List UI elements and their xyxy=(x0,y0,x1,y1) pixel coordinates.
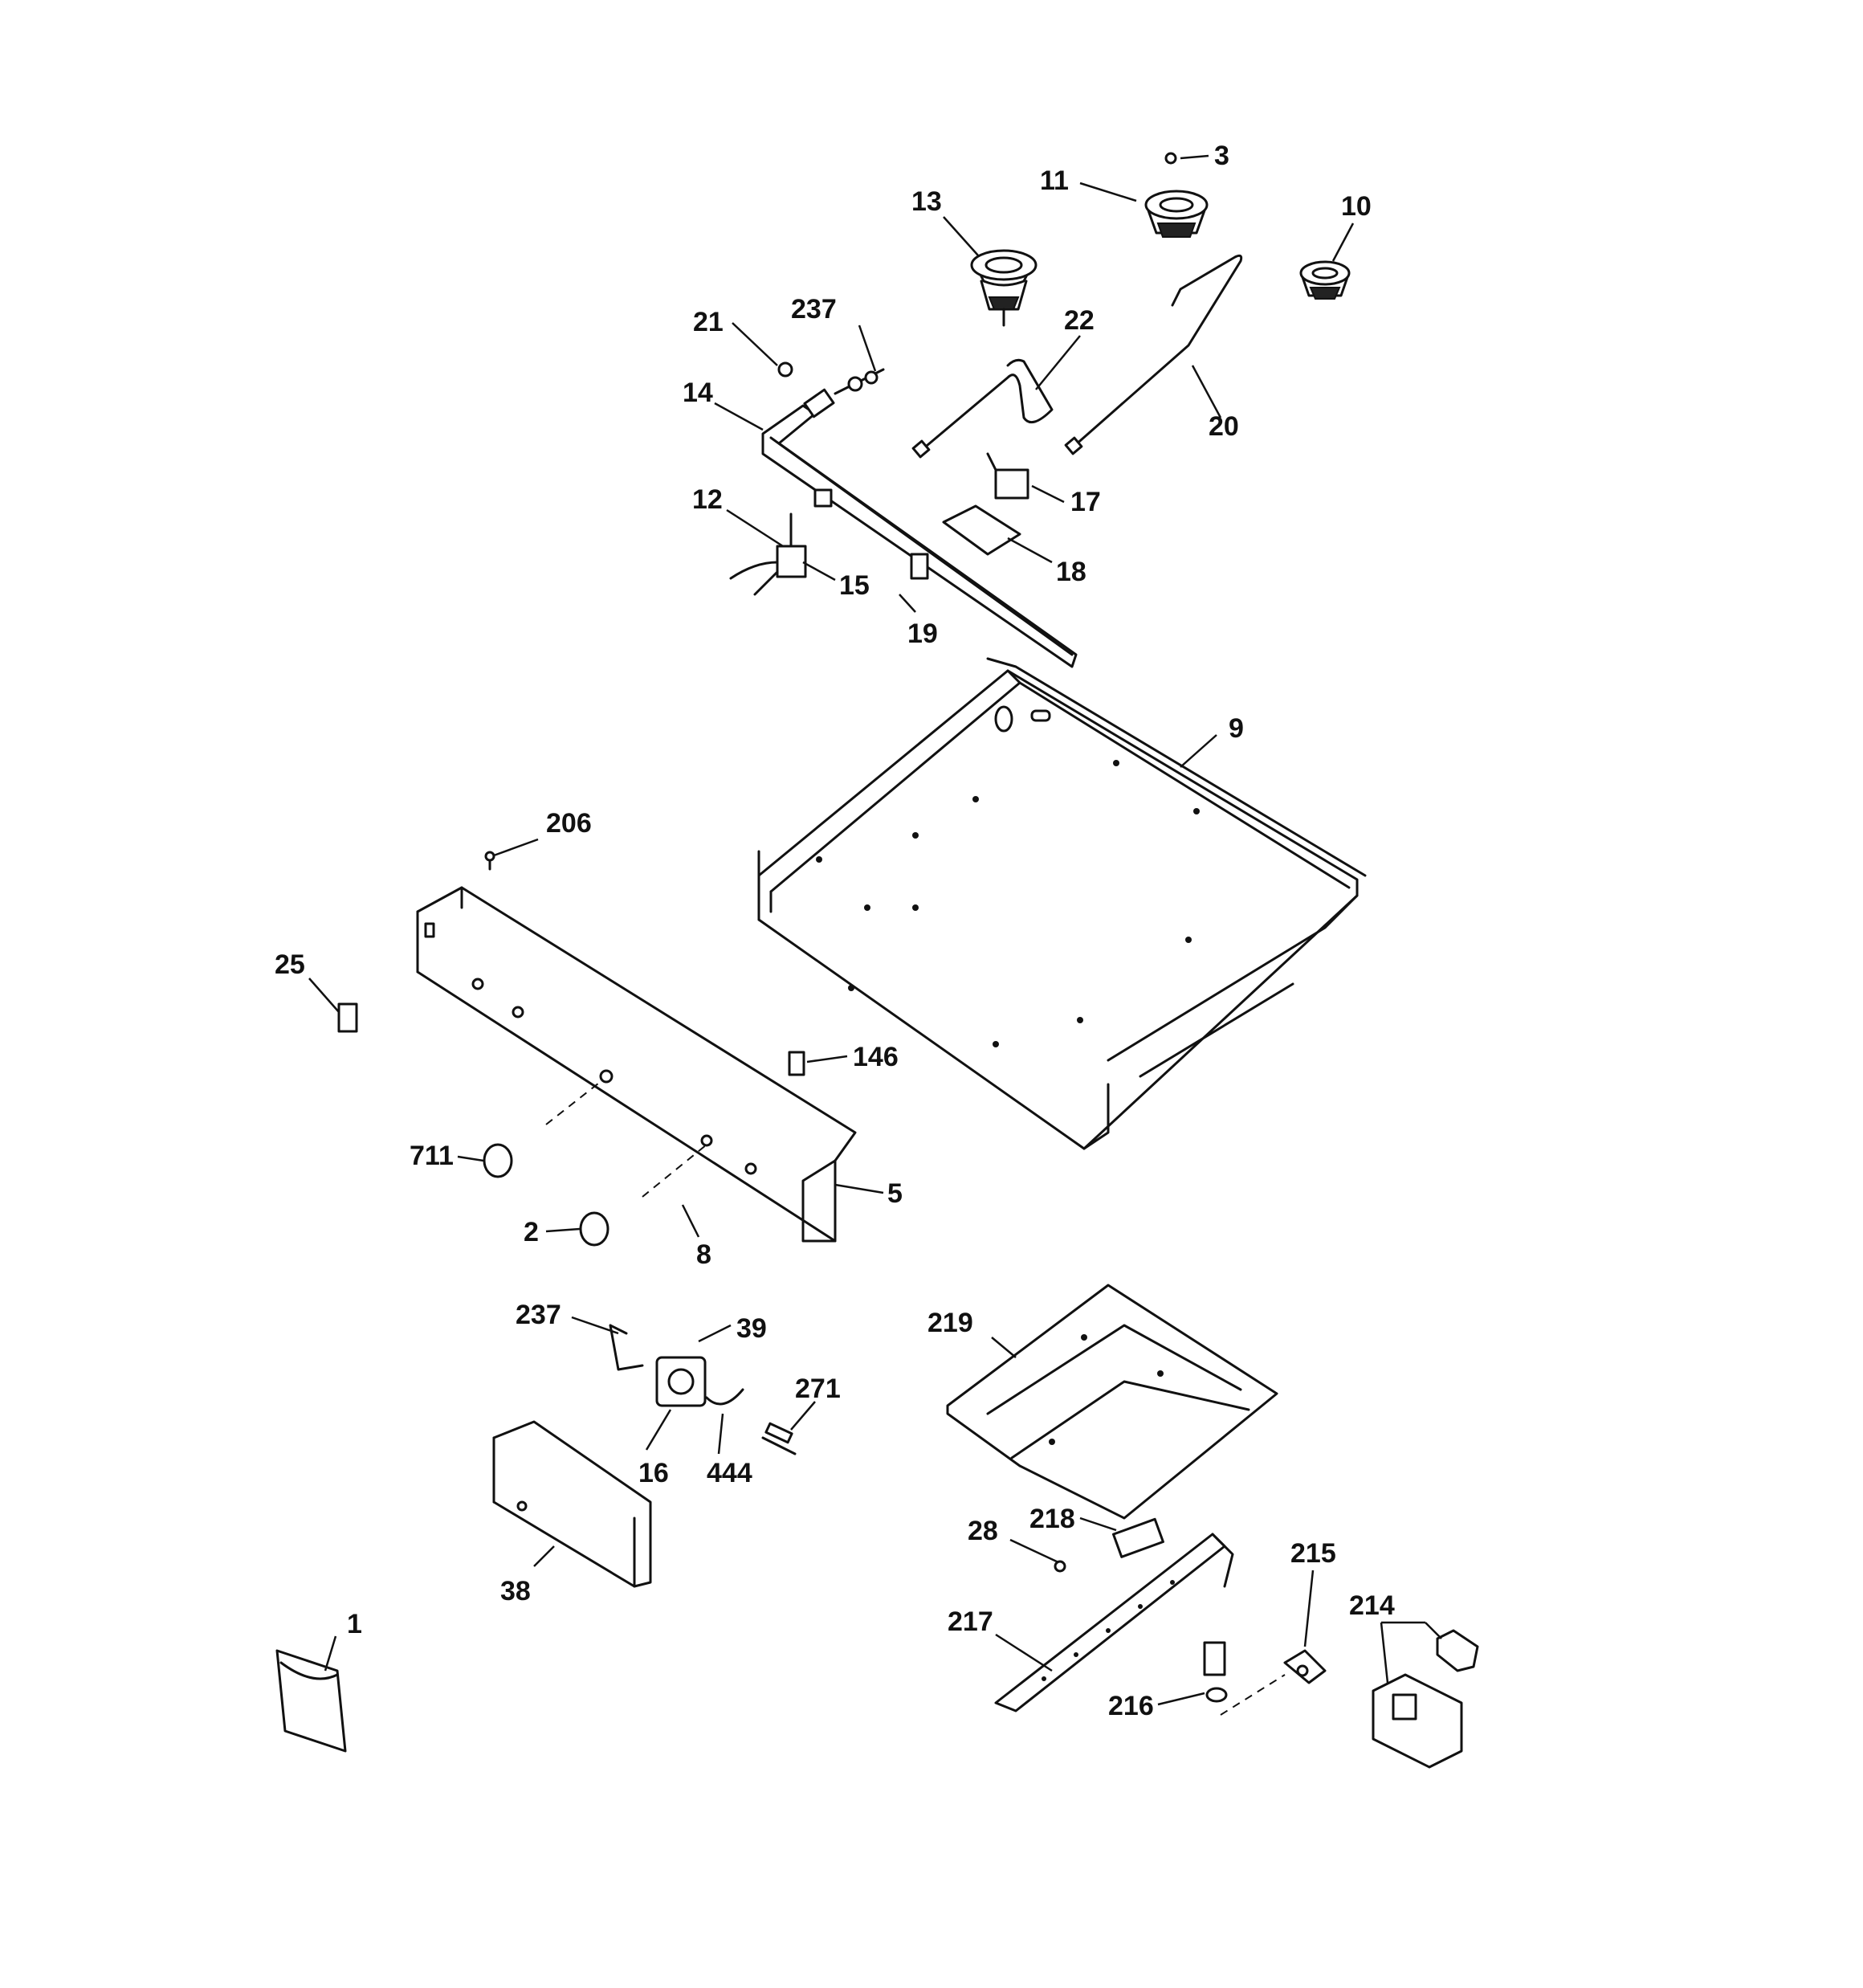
callout-1: 1 xyxy=(347,1609,362,1639)
callout-10: 10 xyxy=(1341,191,1372,222)
callout-271: 271 xyxy=(795,1374,841,1404)
safety-valve-214 xyxy=(1372,1629,1479,1769)
spark-module-17 xyxy=(986,452,1029,500)
callout-9: 9 xyxy=(1229,713,1244,744)
bracket-18 xyxy=(942,504,1021,556)
callout-711: 711 xyxy=(410,1141,454,1171)
valve-cover-38 xyxy=(492,1420,652,1588)
burner-tube-20 xyxy=(1073,254,1243,447)
callout-146: 146 xyxy=(853,1042,899,1072)
literature-packet-1 xyxy=(275,1649,347,1753)
callout-219: 219 xyxy=(927,1308,973,1338)
knob-2 xyxy=(579,1211,609,1247)
dash-216-215 xyxy=(1220,1674,1286,1716)
callout-216: 216 xyxy=(1108,1691,1154,1721)
callout-21: 21 xyxy=(693,307,724,337)
manifold-14 xyxy=(761,368,1078,668)
knob-711 xyxy=(483,1143,513,1178)
burner-box-9 xyxy=(757,657,1367,1150)
callout-206: 206 xyxy=(546,808,592,839)
callout-237-bottom: 237 xyxy=(516,1300,561,1330)
fitting-216 xyxy=(1203,1641,1226,1676)
broil-burner-217 xyxy=(994,1533,1234,1712)
callout-11: 11 xyxy=(1040,165,1069,196)
knob-dash-711 xyxy=(545,1080,603,1125)
switch-25 xyxy=(337,1002,358,1033)
orifice-271 xyxy=(764,1422,793,1444)
callout-215: 215 xyxy=(1290,1538,1336,1569)
screw-21 xyxy=(777,361,793,378)
callout-38: 38 xyxy=(500,1576,531,1606)
callout-237-top: 237 xyxy=(791,294,837,325)
nut-216 xyxy=(1205,1687,1228,1703)
bracket-215 xyxy=(1283,1649,1327,1684)
callout-5: 5 xyxy=(887,1178,903,1209)
callout-18: 18 xyxy=(1056,557,1086,587)
callout-217: 217 xyxy=(948,1606,993,1637)
control-panel-5 xyxy=(416,886,857,1243)
callout-218: 218 xyxy=(1029,1504,1075,1534)
callout-3: 3 xyxy=(1214,141,1229,171)
callout-214: 214 xyxy=(1349,1590,1395,1621)
callout-28: 28 xyxy=(968,1516,998,1546)
callout-19: 19 xyxy=(907,618,938,649)
shield-219 xyxy=(946,1284,1278,1520)
connector-218 xyxy=(1111,1517,1164,1558)
callout-17: 17 xyxy=(1070,487,1101,517)
callout-14: 14 xyxy=(683,378,713,408)
callout-8: 8 xyxy=(696,1239,711,1270)
callout-22: 22 xyxy=(1064,305,1095,336)
callout-labels: 3 11 13 10 21 237 22 14 20 12 17 18 15 1… xyxy=(275,141,1395,1721)
callout-15: 15 xyxy=(839,570,870,601)
callout-12: 12 xyxy=(692,484,723,515)
clip-146 xyxy=(788,1051,805,1076)
callout-25: 25 xyxy=(275,949,305,980)
burner-head-13 xyxy=(970,249,1037,327)
valve-39 xyxy=(609,1324,797,1455)
callout-13: 13 xyxy=(911,186,942,217)
callout-16: 16 xyxy=(638,1458,669,1488)
burner-head-10 xyxy=(1299,260,1351,300)
screw-28 xyxy=(1054,1560,1066,1573)
burner-tube-22 xyxy=(920,358,1054,451)
callout-444: 444 xyxy=(707,1458,752,1488)
callout-39: 39 xyxy=(736,1313,767,1344)
callout-2: 2 xyxy=(524,1217,539,1247)
burner-head-11 xyxy=(1144,152,1209,238)
spark-electrode-12 xyxy=(729,512,807,596)
callout-20: 20 xyxy=(1209,411,1239,442)
leader-lines xyxy=(308,154,1442,1706)
